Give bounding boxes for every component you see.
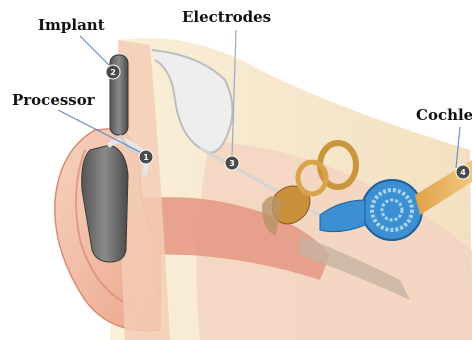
marker-implant: 2 [106, 65, 120, 79]
processor-label: Processor [12, 93, 95, 108]
leader-line-implant [80, 36, 110, 66]
svg-text:1: 1 [143, 153, 149, 162]
marker-cochlea: 4 [456, 165, 470, 179]
electrodes-label: Electrodes [182, 10, 271, 25]
implant-label: Implant [38, 18, 105, 33]
marker-electrodes: 3 [225, 156, 239, 170]
marker-processor: 1 [139, 150, 153, 164]
svg-text:4: 4 [460, 168, 466, 177]
svg-text:3: 3 [229, 159, 235, 168]
svg-text:2: 2 [110, 68, 116, 77]
cochlea-label: Cochlea [416, 108, 472, 123]
